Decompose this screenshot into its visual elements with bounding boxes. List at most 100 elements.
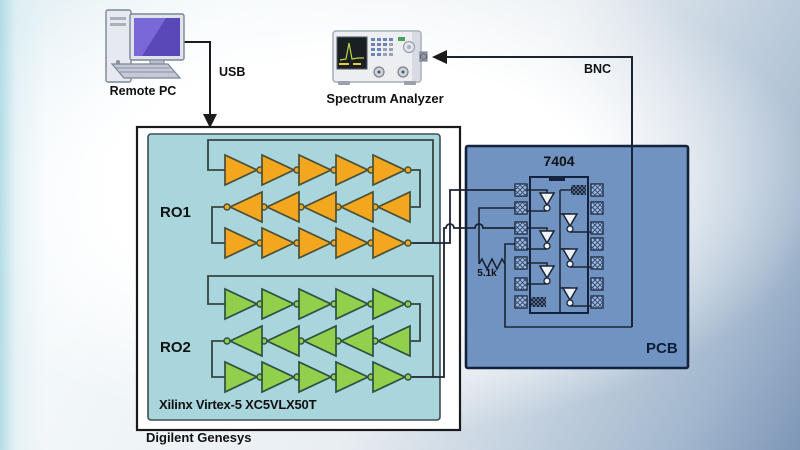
row2-row3-wire xyxy=(211,206,225,244)
inverter-gate xyxy=(335,287,371,321)
inverter-bubble xyxy=(404,166,412,174)
chip-pin-hatch xyxy=(591,184,603,196)
feedback-wire xyxy=(207,139,434,243)
chip-pin-hatch xyxy=(591,278,603,290)
inverter-bubble xyxy=(223,337,231,345)
inverter-gate xyxy=(298,153,334,187)
analyzer-buttons xyxy=(371,38,393,56)
inverter-gate xyxy=(335,226,371,260)
ro2-label: RO2 xyxy=(160,339,191,356)
chip-pin-hatch xyxy=(515,222,527,234)
gate-bubble xyxy=(543,242,551,250)
chip-pin-hatch xyxy=(515,184,527,196)
chip-vcc-rail xyxy=(559,189,572,313)
inverter-gate xyxy=(227,190,263,224)
row1-row2-wire xyxy=(410,303,421,342)
chip-pin-hatch xyxy=(591,296,603,308)
inverter-gate xyxy=(298,287,334,321)
inverter-gate xyxy=(338,190,374,224)
inverter-gate xyxy=(298,360,334,394)
row2-row3-wire xyxy=(211,340,225,378)
pc-screen-sheen xyxy=(134,18,166,56)
pc-keyboard xyxy=(110,63,182,79)
chip-pin-hatch xyxy=(591,202,603,214)
vcc-hatch-mark xyxy=(571,185,586,195)
chip-inverter xyxy=(560,248,591,268)
chip-pin-hatch xyxy=(515,296,527,308)
row1-row2-wire xyxy=(410,169,421,208)
inverter-gate xyxy=(261,226,297,260)
ring-oscillator-ro2 xyxy=(207,223,515,394)
spectrum-analyzer-label: Spectrum Analyzer xyxy=(326,91,444,106)
gate-triangle xyxy=(538,192,556,207)
chip-7404 xyxy=(514,176,604,314)
gate-bubble xyxy=(566,225,574,233)
chip-pin-hatch xyxy=(591,257,603,269)
feedback-wire xyxy=(207,275,434,377)
gate-bubble xyxy=(543,204,551,212)
bnc-label: BNC xyxy=(584,62,612,76)
pin2-resistor-wire xyxy=(478,207,515,264)
bnc-arrowhead xyxy=(432,50,447,64)
inverter-gate xyxy=(298,226,334,260)
inverter-bubble xyxy=(404,239,412,247)
ro1-label: RO1 xyxy=(160,204,191,221)
ro-output-wire xyxy=(411,223,515,378)
chip-label: 7404 xyxy=(543,153,575,169)
inverter-gate xyxy=(372,226,408,260)
inverter-gate xyxy=(224,226,260,260)
pcb-label: PCB xyxy=(646,340,678,357)
analyzer-power-button xyxy=(398,37,405,41)
chip-pin-hatch xyxy=(515,202,527,214)
spectrum-analyzer-image xyxy=(332,30,428,85)
inverter-gate xyxy=(301,324,337,358)
remote-pc-label: Remote PC xyxy=(109,84,177,98)
inverter-gate xyxy=(375,190,411,224)
usb-arrowhead xyxy=(203,114,217,128)
chip-pin-hatch xyxy=(515,257,527,269)
usb-label: USB xyxy=(219,65,246,79)
inverter-bubble xyxy=(404,373,412,381)
output-node-wire xyxy=(504,243,632,328)
chip-notch xyxy=(549,177,565,181)
analyzer-trace xyxy=(339,42,364,61)
chip-inverter xyxy=(560,213,591,233)
inverter-gate xyxy=(224,360,260,394)
signal-wires xyxy=(478,207,632,328)
resistor-symbol xyxy=(478,257,506,271)
inverter-gate xyxy=(227,324,263,358)
chip-pin-hatch xyxy=(515,278,527,290)
gate-input-wire xyxy=(527,262,548,266)
gate-bubble xyxy=(566,260,574,268)
ro-output-wire xyxy=(411,189,515,244)
gate-triangle xyxy=(561,287,579,302)
chip-inverter xyxy=(560,287,591,307)
inverter-gate xyxy=(224,287,260,321)
gate-triangle xyxy=(561,213,579,228)
resistor-label: 5.1k xyxy=(477,268,497,279)
ring-oscillators xyxy=(207,139,515,394)
inverter-gate xyxy=(301,190,337,224)
gate-bubble xyxy=(566,299,574,307)
gate-triangle xyxy=(561,248,579,263)
gate-bubble xyxy=(543,277,551,285)
pcb-board xyxy=(464,144,690,370)
inverter-gate xyxy=(372,360,408,394)
chip-inverter xyxy=(527,262,556,285)
inverter-bubble xyxy=(404,300,412,308)
bnc-cable xyxy=(432,50,633,327)
chip-pin-hatch xyxy=(591,238,603,250)
fpga-label: Xilinx Virtex-5 XC5VLX50T xyxy=(159,397,317,412)
inverter-gate xyxy=(264,190,300,224)
chip-pin-hatch xyxy=(515,238,527,250)
remote-pc-image xyxy=(105,9,185,83)
gate-input-wire xyxy=(527,189,548,193)
inverter-gate xyxy=(372,287,408,321)
gnd-hatch-mark xyxy=(531,297,546,307)
inverter-gate xyxy=(335,360,371,394)
inverter-gate xyxy=(335,153,371,187)
board-label: Digilent Genesys xyxy=(146,430,252,445)
gate-triangle xyxy=(538,265,556,280)
